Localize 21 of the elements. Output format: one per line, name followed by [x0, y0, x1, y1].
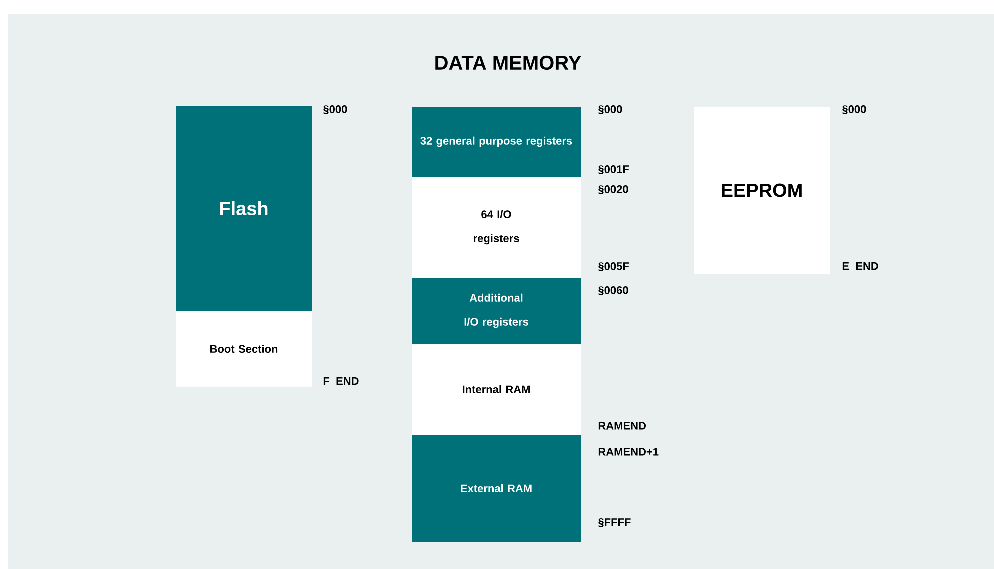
address-label: §001F	[598, 166, 629, 174]
address-label: §FFFF	[598, 518, 631, 528]
memory-block: External RAM	[412, 435, 581, 542]
address-label: F_END	[324, 378, 359, 386]
address-label: RAMEND	[598, 422, 646, 430]
memory-block: EEPROM	[694, 107, 830, 274]
address-label: §000	[598, 106, 622, 114]
memory-block: 64 I/O registers	[412, 177, 581, 278]
memory-block: Additional I/O registers	[412, 278, 581, 344]
title: DATA MEMORY	[436, 56, 582, 70]
memory-block: Internal RAM	[412, 344, 581, 435]
address-label: E_END	[842, 262, 878, 272]
memory-block: 32 general purpose registers	[412, 107, 581, 177]
address-label: §0060	[598, 286, 628, 296]
address-label: §0020	[598, 186, 628, 194]
address-label: §000	[842, 106, 866, 114]
address-label: §000	[324, 106, 348, 114]
memory-block: Flash	[176, 106, 312, 311]
address-label: §005F	[598, 262, 629, 272]
address-label: RAMEND+1	[598, 448, 659, 456]
memory-block: Boot Section	[176, 311, 312, 387]
